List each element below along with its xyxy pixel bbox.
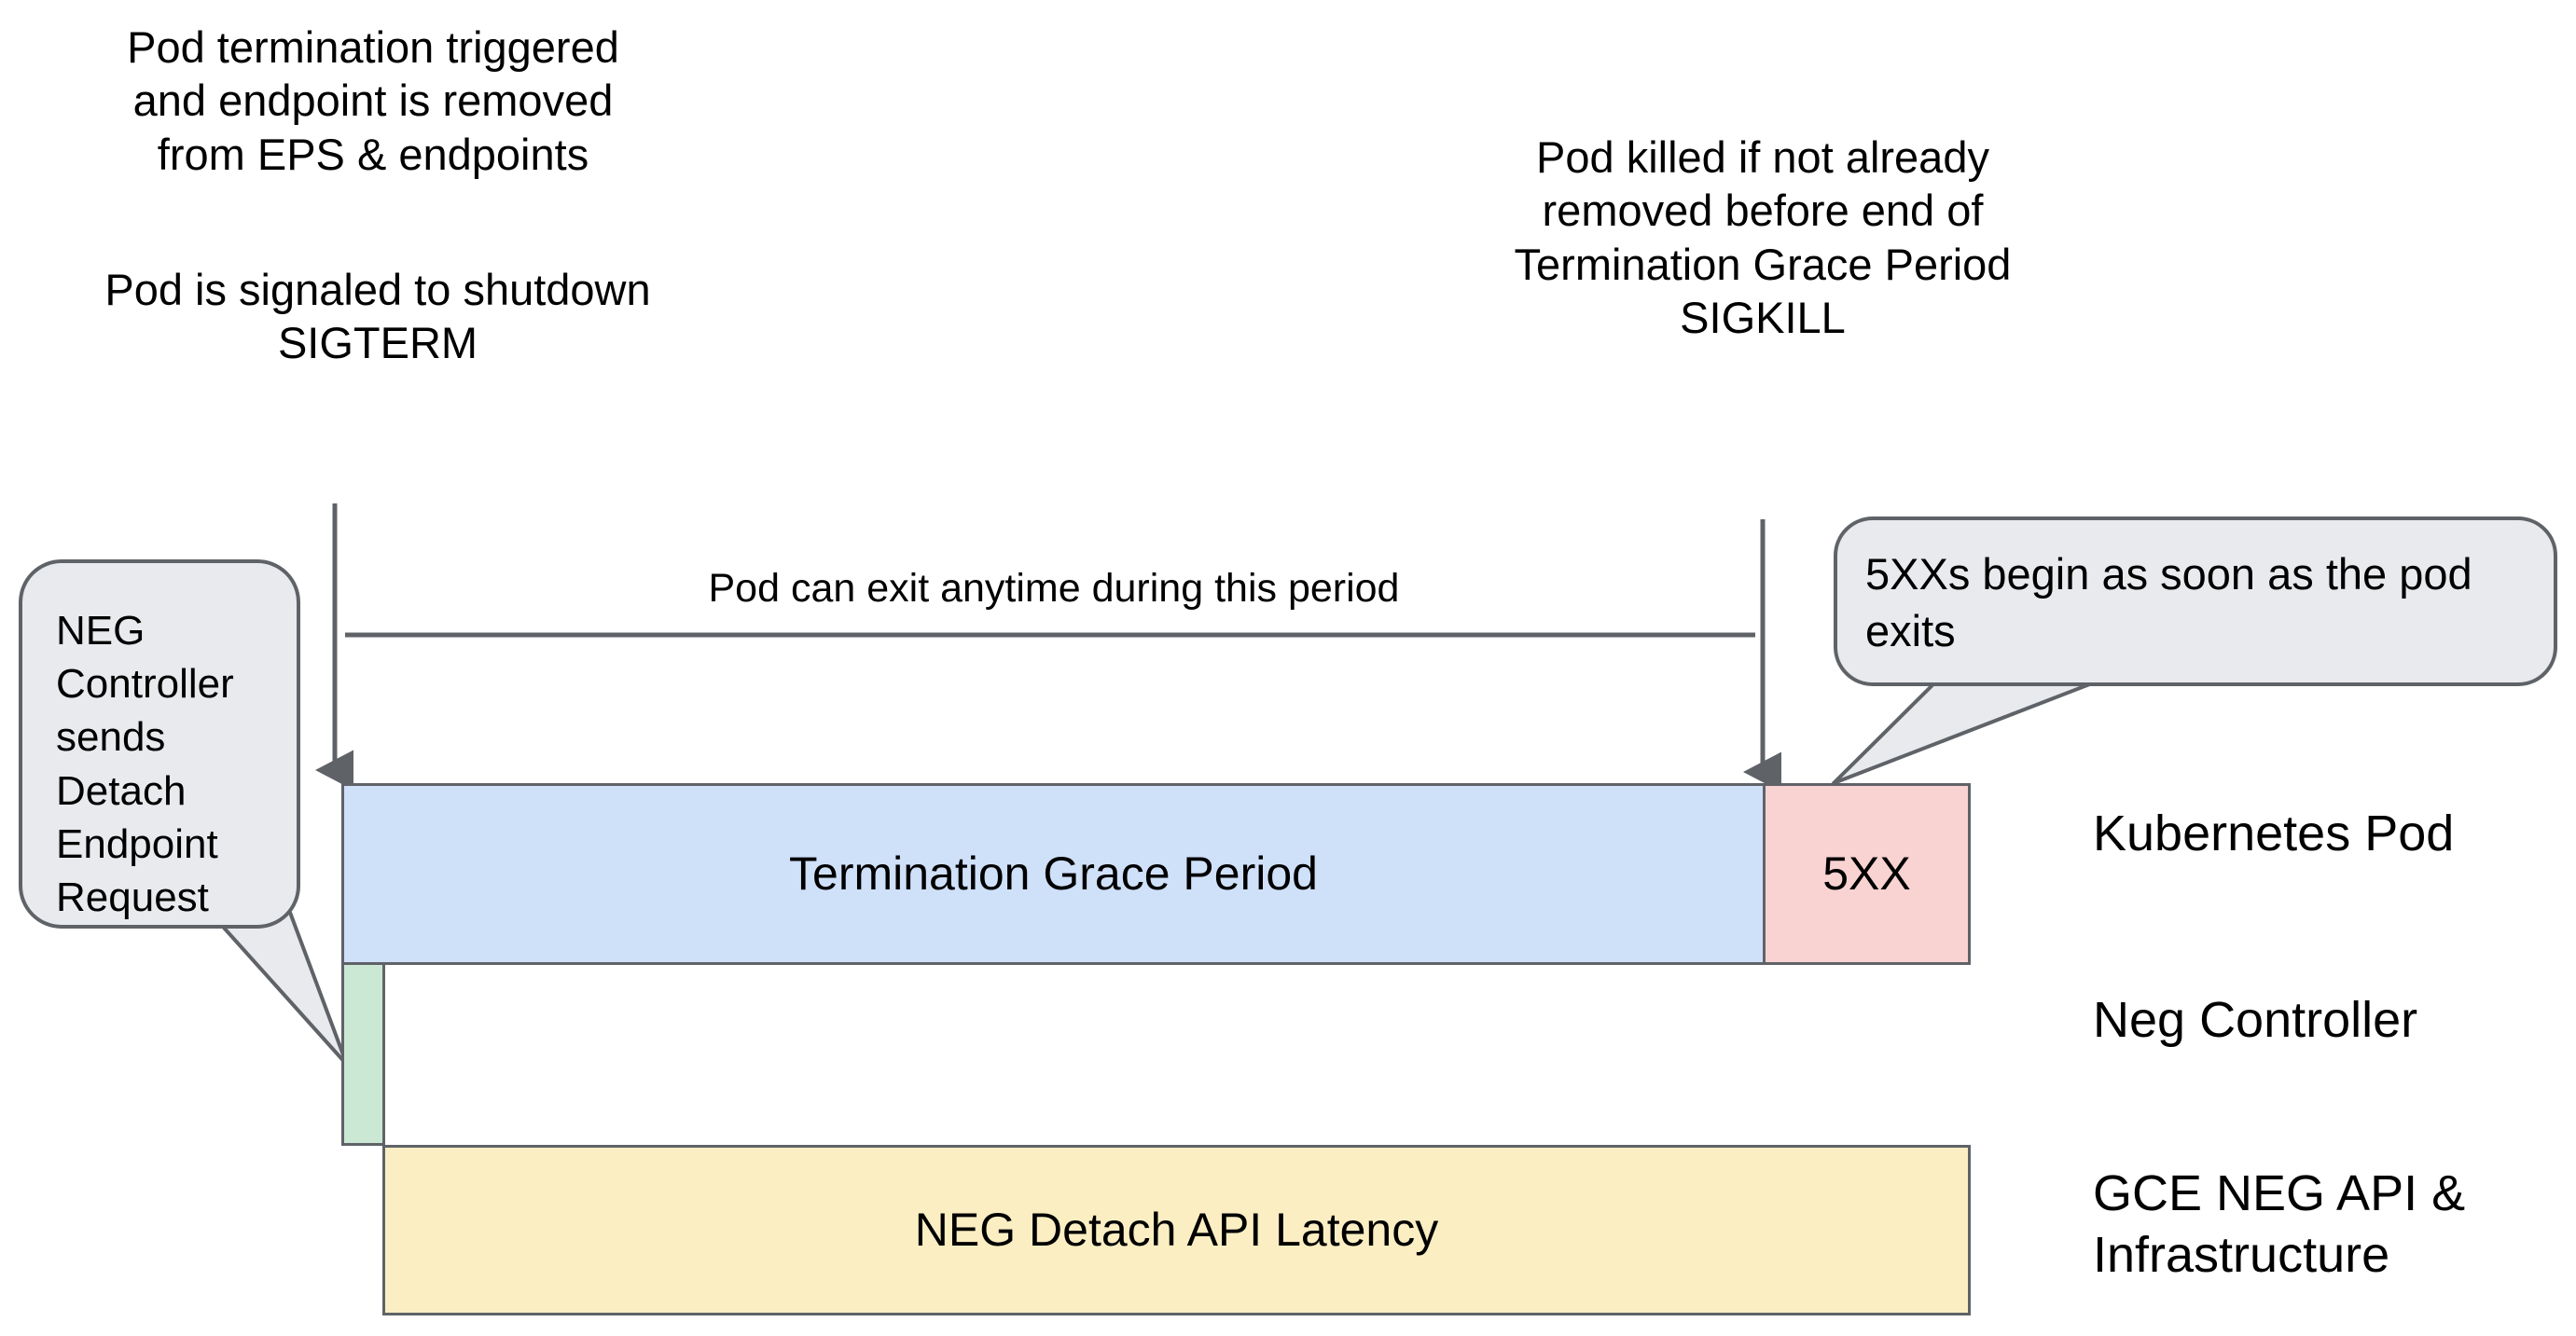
bar-neg-detach-api-latency[interactable]: NEG Detach API Latency bbox=[382, 1145, 1971, 1315]
bar-5xx[interactable]: 5XX bbox=[1763, 783, 1971, 965]
lane-label-gce-neg-api: GCE NEG API & Infrastructure bbox=[2093, 1165, 2466, 1283]
callout-neg-controller-tail bbox=[205, 901, 349, 1067]
lane-label-kubernetes-pod: Kubernetes Pod bbox=[2093, 806, 2455, 861]
period-span-label: Pod can exit anytime during this period bbox=[708, 566, 1400, 611]
note-pod-signaled-sigterm: Pod is signaled to shutdown SIGTERM bbox=[104, 265, 651, 368]
note-pod-killed-sigkill: Pod killed if not already removed before… bbox=[1514, 132, 2012, 342]
bar-5xx-label: 5XX bbox=[1822, 847, 1911, 900]
bar-neg-detach-api-latency-label: NEG Detach API Latency bbox=[914, 1204, 1439, 1256]
bar-neg-controller-detach[interactable] bbox=[341, 962, 385, 1146]
callout-neg-controller-label: NEG Controller sends Detach Endpoint Req… bbox=[56, 608, 234, 920]
callout-5xx-label: 5XXs begin as soon as the pod exits bbox=[1865, 549, 2472, 656]
bar-termination-grace-period[interactable]: Termination Grace Period bbox=[341, 783, 1766, 965]
note-pod-termination-triggered: Pod termination triggered and endpoint i… bbox=[127, 22, 619, 179]
lane-label-neg-controller: Neg Controller bbox=[2093, 992, 2418, 1048]
callout-5xx-tail bbox=[1832, 661, 2147, 785]
bar-termination-grace-period-label: Termination Grace Period bbox=[789, 847, 1318, 900]
